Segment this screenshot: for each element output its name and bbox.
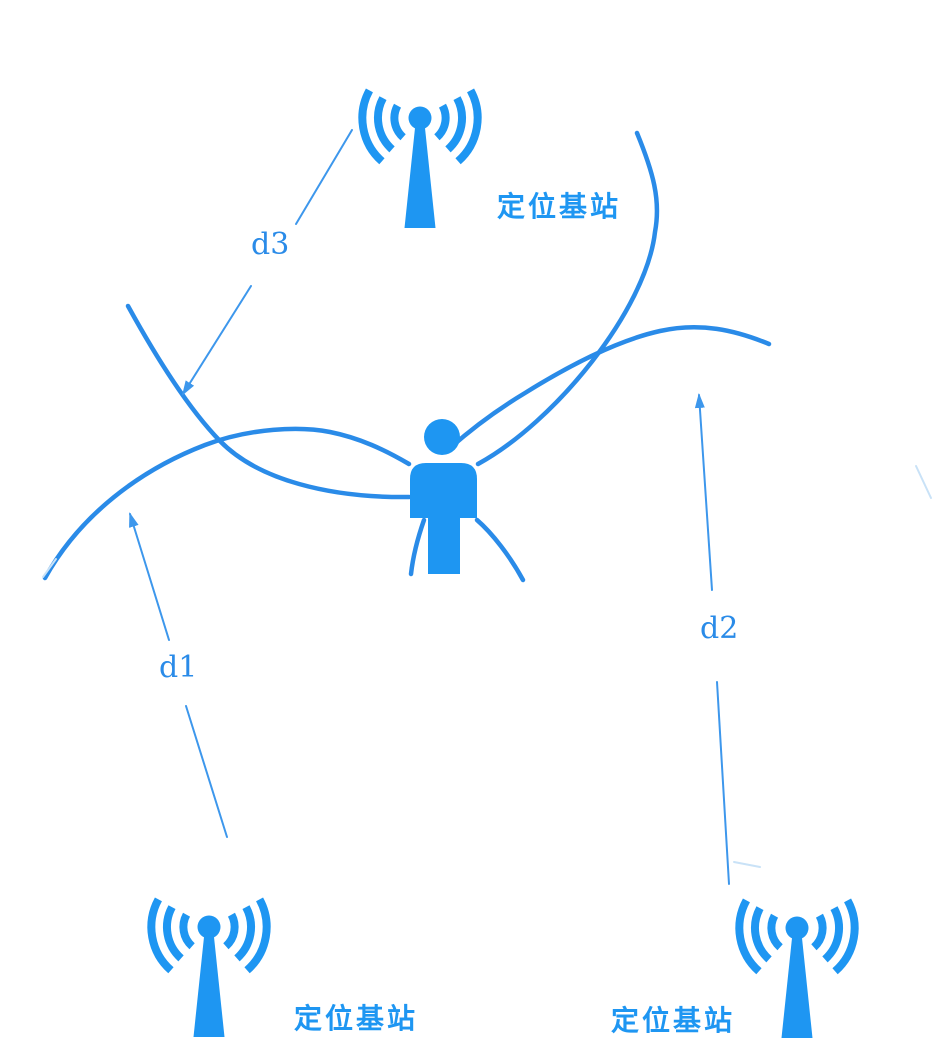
range-arc-bottom-left-station (42, 426, 412, 581)
distance-label-d3: d3 (251, 227, 290, 262)
d3-arrow (181, 285, 252, 396)
person-icon (410, 419, 477, 574)
d2-leader-line (716, 681, 730, 885)
antenna-icon-bottom-right-station (734, 896, 860, 1038)
base-station-label-top: 定位基站 (497, 190, 622, 223)
antenna-icon-top-station (357, 86, 483, 228)
arc-sketch-fray (42, 558, 57, 578)
antenna-icon-bottom-left-station (146, 895, 272, 1037)
range-arc-top-station-tail (408, 517, 427, 577)
sketch-artifact-right-edge (915, 465, 932, 499)
range-arc-top-station-right (475, 130, 660, 467)
d1-arrow (129, 512, 170, 641)
sketch-artifact-above-right-station (733, 861, 761, 868)
person-torso (410, 463, 477, 518)
distance-label-d2: d2 (700, 611, 739, 646)
d1-leader-line (185, 705, 228, 838)
distance-label-d1: d1 (159, 650, 198, 685)
range-arc-bottom-right-station (447, 324, 772, 451)
range-arc-top-station-left (125, 303, 412, 500)
person-head (424, 419, 460, 455)
d3-leader-line (295, 129, 353, 225)
base-station-label-bottom-right: 定位基站 (611, 1004, 736, 1037)
person-legs (428, 518, 460, 574)
base-station-label-bottom-left: 定位基站 (294, 1002, 419, 1035)
d2-arrow (694, 393, 713, 591)
range-arc-bottom-left-station-tail (474, 517, 526, 583)
